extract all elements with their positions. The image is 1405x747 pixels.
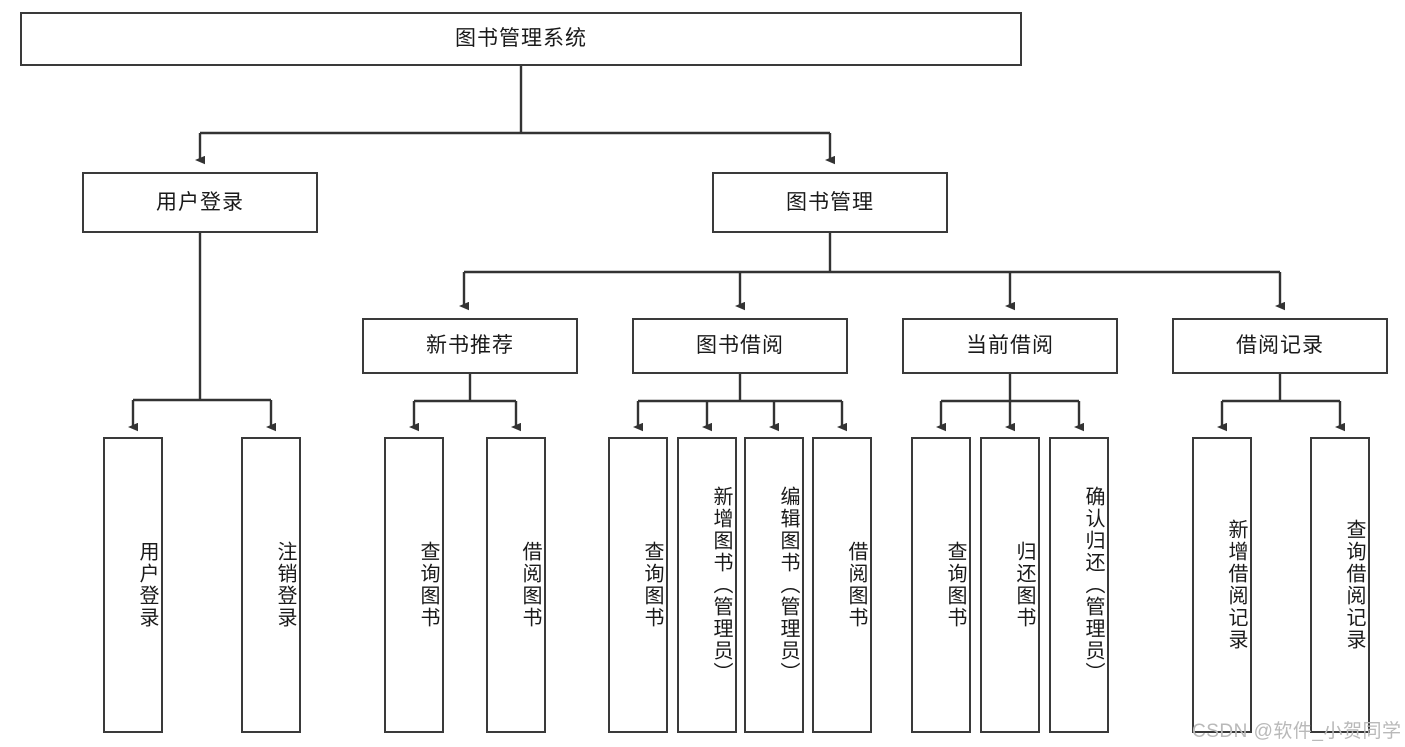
leaf-add-borrow-record-label: 新增借阅记录 (1225, 519, 1247, 651)
node-book-borrow[interactable]: 图书借阅 (632, 318, 848, 374)
leaf-borrow-book-2[interactable]: 借阅图书 (812, 437, 872, 733)
leaf-logout-login-label: 注销登录 (274, 541, 296, 629)
node-user-login[interactable]: 用户登录 (82, 172, 318, 233)
leaf-query-borrow-record[interactable]: 查询借阅记录 (1310, 437, 1370, 733)
leaf-query-book-1-label: 查询图书 (417, 541, 439, 629)
leaf-edit-book-admin[interactable]: 编辑图书（管理员） (744, 437, 804, 733)
leaf-add-book-admin-label: 新增图书（管理员） (710, 486, 732, 684)
leaf-borrow-book-2-label: 借阅图书 (845, 541, 867, 629)
leaf-query-borrow-record-label: 查询借阅记录 (1343, 519, 1365, 651)
leaf-confirm-return-admin-label: 确认归还（管理员） (1082, 486, 1104, 684)
leaf-query-book-1[interactable]: 查询图书 (384, 437, 444, 733)
leaf-user-login[interactable]: 用户登录 (103, 437, 163, 733)
node-book-manage[interactable]: 图书管理 (712, 172, 948, 233)
leaf-return-book[interactable]: 归还图书 (980, 437, 1040, 733)
node-current-borrow[interactable]: 当前借阅 (902, 318, 1118, 374)
leaf-confirm-return-admin[interactable]: 确认归还（管理员） (1049, 437, 1109, 733)
leaf-user-login-label: 用户登录 (136, 541, 158, 629)
node-root-system[interactable]: 图书管理系统 (20, 12, 1022, 66)
leaf-query-book-3[interactable]: 查询图书 (911, 437, 971, 733)
node-borrow-record[interactable]: 借阅记录 (1172, 318, 1388, 374)
leaf-query-book-2[interactable]: 查询图书 (608, 437, 668, 733)
node-new-book-recommend[interactable]: 新书推荐 (362, 318, 578, 374)
leaf-logout-login[interactable]: 注销登录 (241, 437, 301, 733)
leaf-return-book-label: 归还图书 (1013, 541, 1035, 629)
leaf-query-book-3-label: 查询图书 (944, 541, 966, 629)
leaf-query-book-2-label: 查询图书 (641, 541, 663, 629)
leaf-add-book-admin[interactable]: 新增图书（管理员） (677, 437, 737, 733)
csdn-watermark: CSDN @软件_小贺同学 (1192, 721, 1402, 742)
leaf-borrow-book-1[interactable]: 借阅图书 (486, 437, 546, 733)
leaf-add-borrow-record[interactable]: 新增借阅记录 (1192, 437, 1252, 733)
leaf-borrow-book-1-label: 借阅图书 (519, 541, 541, 629)
leaf-edit-book-admin-label: 编辑图书（管理员） (777, 486, 799, 684)
